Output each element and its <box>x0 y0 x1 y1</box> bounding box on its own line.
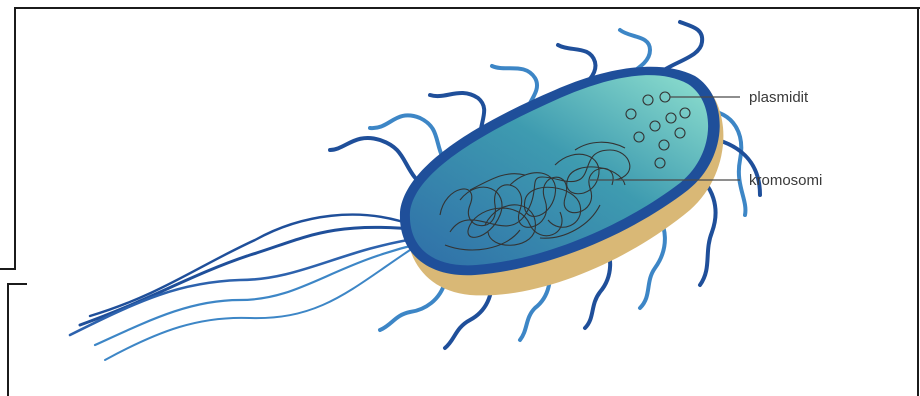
chromosome-label: kromosomi <box>749 172 822 189</box>
plasmid-label: plasmidit <box>749 89 809 106</box>
flagella-tail <box>70 215 420 360</box>
